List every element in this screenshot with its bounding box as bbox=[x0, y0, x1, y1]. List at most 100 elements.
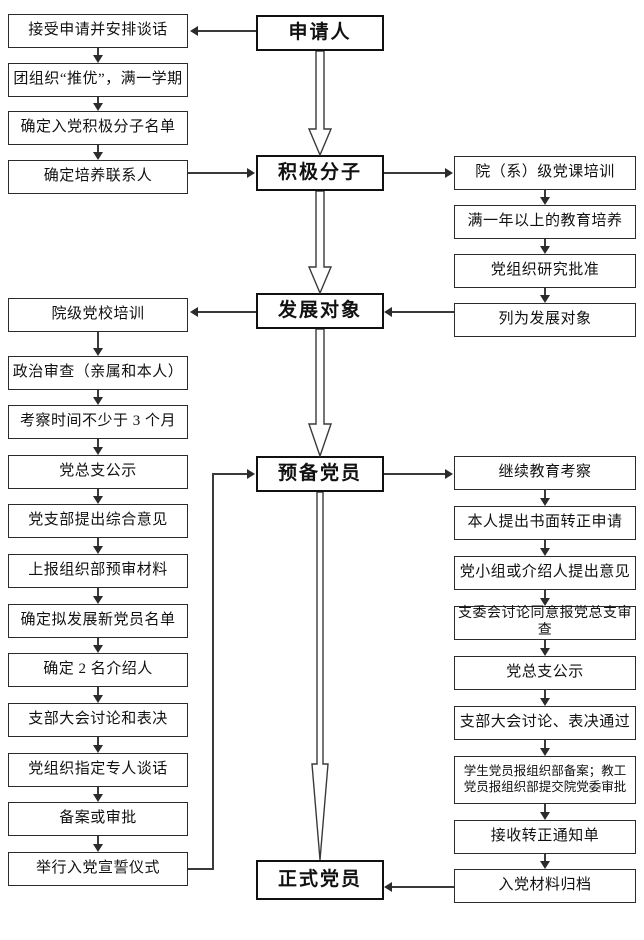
flow-box-two-introducers: 确定 2 名介绍人 bbox=[8, 653, 188, 687]
connector-l6-l7 bbox=[97, 390, 99, 397]
arrowhead-r11-r12 bbox=[540, 812, 550, 820]
flow-box-listed-as-target: 列为发展对象 bbox=[454, 303, 636, 337]
arrowhead-r10-r11 bbox=[540, 748, 550, 756]
arrowhead-activist-to-partyclass bbox=[445, 168, 453, 178]
connector-r11-r12 bbox=[544, 804, 546, 812]
main-stage-full-member: 正式党员 bbox=[256, 860, 384, 900]
block-arrow-probationary-to-fullmember bbox=[306, 492, 334, 861]
arrowhead-l7-l8 bbox=[93, 447, 103, 455]
flow-box-archive-materials: 入党材料归档 bbox=[454, 869, 636, 903]
arrowhead-oath-to-probationary bbox=[247, 469, 255, 479]
arrowhead-l10-l11 bbox=[93, 596, 103, 604]
connector-l10-l11 bbox=[97, 588, 99, 596]
flow-box-committee-discussion: 支委会讨论同意报党总支审查 bbox=[454, 606, 636, 640]
connector-l11-l12 bbox=[97, 638, 99, 645]
connector-l8-l9 bbox=[97, 489, 99, 496]
arrowhead-l9-l10 bbox=[93, 546, 103, 554]
flow-box-new-member-list: 确定拟发展新党员名单 bbox=[8, 604, 188, 638]
flow-box-oath-ceremony: 举行入党宣誓仪式 bbox=[8, 852, 188, 886]
connector-applicant-to-accept bbox=[198, 30, 256, 32]
connector-r5-r6 bbox=[544, 490, 546, 498]
flow-box-written-conversion-application: 本人提出书面转正申请 bbox=[454, 506, 636, 540]
connector-contact-to-activist bbox=[188, 172, 248, 174]
flow-box-one-year-education: 满一年以上的教育培养 bbox=[454, 205, 636, 239]
block-arrow-activist-to-target bbox=[306, 191, 334, 294]
flow-box-branch-meeting-pass: 支部大会讨论、表决通过 bbox=[454, 706, 636, 740]
arrowhead-r5-r6 bbox=[540, 498, 550, 506]
block-arrow-applicant-to-activist bbox=[306, 51, 334, 156]
main-stage-development-target: 发展对象 bbox=[256, 293, 384, 329]
flow-box-branch-publicity-left: 党总支公示 bbox=[8, 455, 188, 489]
connector-r3-r4 bbox=[544, 288, 546, 295]
block-arrow-target-to-probationary bbox=[306, 329, 334, 457]
connector-activist-to-partyclass bbox=[384, 172, 446, 174]
arrowhead-probationary-to-continued bbox=[445, 469, 453, 479]
arrowhead-contact-to-activist bbox=[247, 168, 255, 178]
arrowhead-l15-l16 bbox=[93, 844, 103, 852]
arrowhead-target-to-partyschool bbox=[190, 307, 198, 317]
connector-oath-into-probationary bbox=[212, 473, 248, 475]
arrowhead-r9-r10 bbox=[540, 698, 550, 706]
arrowhead-listed-to-target bbox=[384, 307, 392, 317]
arrowhead-l2-l3 bbox=[93, 103, 103, 111]
connector-r12-r13 bbox=[544, 854, 546, 861]
connector-l3-l4 bbox=[97, 145, 99, 154]
flow-box-filing-approval-detail: 学生党员报组织部备案；教工 党员报组织部提交院党委审批 bbox=[454, 756, 636, 804]
flow-box-record-or-approve: 备案或审批 bbox=[8, 802, 188, 836]
arrowhead-l12-l13 bbox=[93, 695, 103, 703]
arrowhead-l13-l14 bbox=[93, 745, 103, 753]
flow-box-activist-list: 确定入党积极分子名单 bbox=[8, 111, 188, 145]
arrowhead-l1-l2 bbox=[93, 55, 103, 63]
main-stage-applicant: 申请人 bbox=[256, 15, 384, 51]
connector-oath-up-segment bbox=[212, 473, 214, 869]
arrowhead-r6-r7 bbox=[540, 548, 550, 556]
connector-archive-to-fullmember bbox=[392, 886, 454, 888]
flow-box-branch-meeting-vote-left: 支部大会讨论和表决 bbox=[8, 703, 188, 737]
flow-box-political-review: 政治审查（亲属和本人） bbox=[8, 356, 188, 390]
connector-l15-l16 bbox=[97, 836, 99, 844]
arrowhead-l5-l6 bbox=[93, 348, 103, 356]
arrowhead-r8-r9 bbox=[540, 648, 550, 656]
connector-r7-r8 bbox=[544, 590, 546, 598]
flow-box-accept-application: 接受申请并安排谈话 bbox=[8, 14, 188, 48]
flow-box-training-contact: 确定培养联系人 bbox=[8, 160, 188, 194]
connector-l2-l3 bbox=[97, 97, 99, 105]
connector-l14-l15 bbox=[97, 787, 99, 794]
connector-r8-r9 bbox=[544, 640, 546, 648]
connector-listed-to-target bbox=[392, 311, 454, 313]
connector-l12-l13 bbox=[97, 687, 99, 695]
connector-target-to-partyschool bbox=[198, 311, 256, 313]
arrowhead-l11-l12 bbox=[93, 645, 103, 653]
flow-box-designated-talk: 党组织指定专人谈话 bbox=[8, 753, 188, 787]
arrowhead-l3-l4 bbox=[93, 152, 103, 160]
main-stage-activist: 积极分子 bbox=[256, 155, 384, 191]
flow-box-receive-conversion-notice: 接收转正通知单 bbox=[454, 820, 636, 854]
connector-l5-l6 bbox=[97, 332, 99, 348]
connector-l7-l8 bbox=[97, 439, 99, 447]
main-stage-probationary-member: 预备党员 bbox=[256, 456, 384, 492]
arrowhead-r3-r4 bbox=[540, 295, 550, 303]
flow-box-continued-education: 继续教育考察 bbox=[454, 456, 636, 490]
arrowhead-r2-r3 bbox=[540, 246, 550, 254]
arrowhead-archive-to-fullmember bbox=[384, 882, 392, 892]
arrowhead-l14-l15 bbox=[93, 794, 103, 802]
connector-r1-r2 bbox=[544, 190, 546, 197]
connector-l9-l10 bbox=[97, 538, 99, 546]
flow-box-college-party-school: 院级党校培训 bbox=[8, 298, 188, 332]
flow-box-group-introducer-opinion: 党小组或介绍人提出意见 bbox=[454, 556, 636, 590]
flow-box-submit-predraft-materials: 上报组织部预审材料 bbox=[8, 554, 188, 588]
connector-r2-r3 bbox=[544, 239, 546, 246]
flow-box-department-party-class: 院（系）级党课培训 bbox=[454, 156, 636, 190]
connector-r6-r7 bbox=[544, 540, 546, 548]
flow-box-branch-publicity-right: 党总支公示 bbox=[454, 656, 636, 690]
connector-r10-r11 bbox=[544, 740, 546, 748]
connector-r9-r10 bbox=[544, 690, 546, 698]
flow-box-party-org-approval: 党组织研究批准 bbox=[454, 254, 636, 288]
arrowhead-r12-r13 bbox=[540, 861, 550, 869]
arrowhead-l8-l9 bbox=[93, 496, 103, 504]
flow-box-branch-comprehensive-opinion: 党支部提出综合意见 bbox=[8, 504, 188, 538]
connector-l1-l2 bbox=[97, 48, 99, 57]
connector-l13-l14 bbox=[97, 737, 99, 745]
flow-box-league-recommend: 团组织“推优”，满一学期 bbox=[8, 63, 188, 97]
